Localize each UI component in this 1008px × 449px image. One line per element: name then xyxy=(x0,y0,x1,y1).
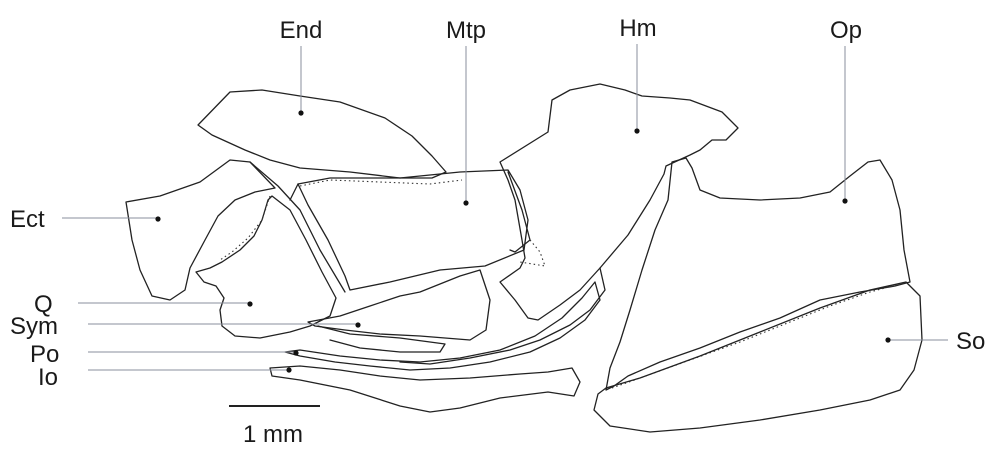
label-end: End xyxy=(280,17,323,44)
hyomandibula-stem xyxy=(399,267,606,365)
quadrate-suture xyxy=(219,195,271,261)
ectopterygoid-joint xyxy=(249,161,346,293)
so-dot xyxy=(885,337,891,343)
op-dot xyxy=(842,198,848,204)
sym-dot xyxy=(355,322,361,328)
scale-bar-label: 1 mm xyxy=(243,421,303,448)
label-mtp: Mtp xyxy=(446,17,486,44)
ectopterygoid-outline xyxy=(125,159,276,301)
opercle-suture xyxy=(611,283,901,389)
label-po: Po xyxy=(30,341,59,368)
label-q: Q xyxy=(34,291,53,318)
io-dot xyxy=(286,367,292,373)
end-dot xyxy=(298,110,304,116)
subopercle-outline xyxy=(593,281,923,433)
symplectic-outline xyxy=(307,269,491,341)
label-hm: Hm xyxy=(619,15,656,42)
hyomandibula-outline xyxy=(499,83,739,321)
label-io: Io xyxy=(38,364,58,391)
ectopterygoid-metapterygoid-edge xyxy=(289,183,299,201)
ect-dot xyxy=(155,216,161,222)
symplectic-inner xyxy=(317,325,446,353)
quadrate-outline xyxy=(195,195,337,339)
preopercle-outline xyxy=(284,281,601,371)
opercle-outline xyxy=(605,157,911,391)
endopterygoid-outline xyxy=(197,89,447,179)
label-so: So xyxy=(956,328,985,355)
label-op: Op xyxy=(830,17,862,44)
metapterygoid-outline xyxy=(297,169,529,291)
hm-dot xyxy=(634,128,640,134)
label-ect: Ect xyxy=(10,206,45,233)
label-sym: Sym xyxy=(10,313,58,340)
mtp-dot xyxy=(463,200,469,206)
metapterygoid-process xyxy=(507,171,531,253)
metapterygoid-process-suture xyxy=(519,239,546,267)
interopercle-outline xyxy=(269,365,581,413)
metapterygoid-suture xyxy=(299,179,463,187)
po-dot xyxy=(293,350,299,356)
q-dot xyxy=(247,301,253,307)
